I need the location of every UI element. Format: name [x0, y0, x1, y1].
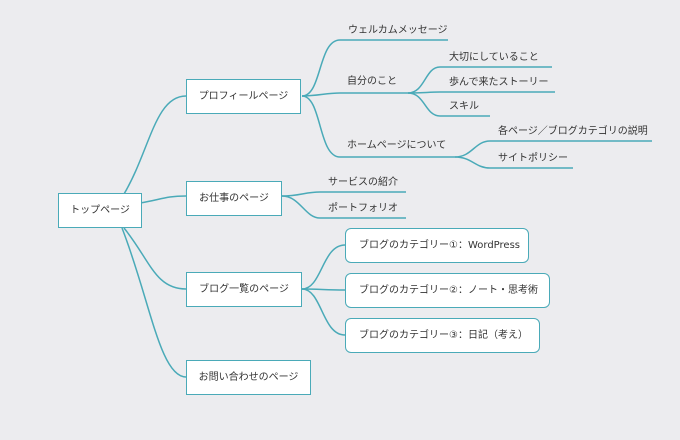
- blog-list-page-node[interactable]: ブログ一覧のページ: [186, 272, 302, 307]
- work-page-node[interactable]: お仕事のページ: [186, 181, 282, 216]
- contact-page-node[interactable]: お問い合わせのページ: [186, 360, 311, 395]
- welcome-message-leaf[interactable]: ウェルカムメッセージ: [348, 25, 448, 36]
- about-me-leaf[interactable]: 自分のこと: [347, 76, 397, 87]
- blog-category-2-node[interactable]: ブログのカテゴリー②：ノート・思考術: [345, 273, 550, 308]
- homepage-item-descriptions[interactable]: 各ページ／ブログカテゴリの説明: [498, 126, 648, 137]
- about-item-values[interactable]: 大切にしていること: [449, 52, 539, 63]
- about-item-skills[interactable]: スキル: [449, 101, 479, 112]
- blog-category-3-node[interactable]: ブログのカテゴリー③：日記（考え）: [345, 318, 540, 353]
- about-homepage-leaf[interactable]: ホームページについて: [347, 140, 447, 151]
- blog-category-1-node[interactable]: ブログのカテゴリー①：WordPress: [345, 228, 529, 263]
- homepage-item-site-policy[interactable]: サイトポリシー: [498, 153, 568, 164]
- about-item-story[interactable]: 歩んで来たストーリー: [449, 77, 549, 88]
- root-node[interactable]: トップページ: [58, 193, 142, 228]
- work-item-portfolio[interactable]: ポートフォリオ: [328, 203, 398, 214]
- work-item-services[interactable]: サービスの紹介: [328, 177, 398, 188]
- profile-page-node[interactable]: プロフィールページ: [186, 79, 301, 114]
